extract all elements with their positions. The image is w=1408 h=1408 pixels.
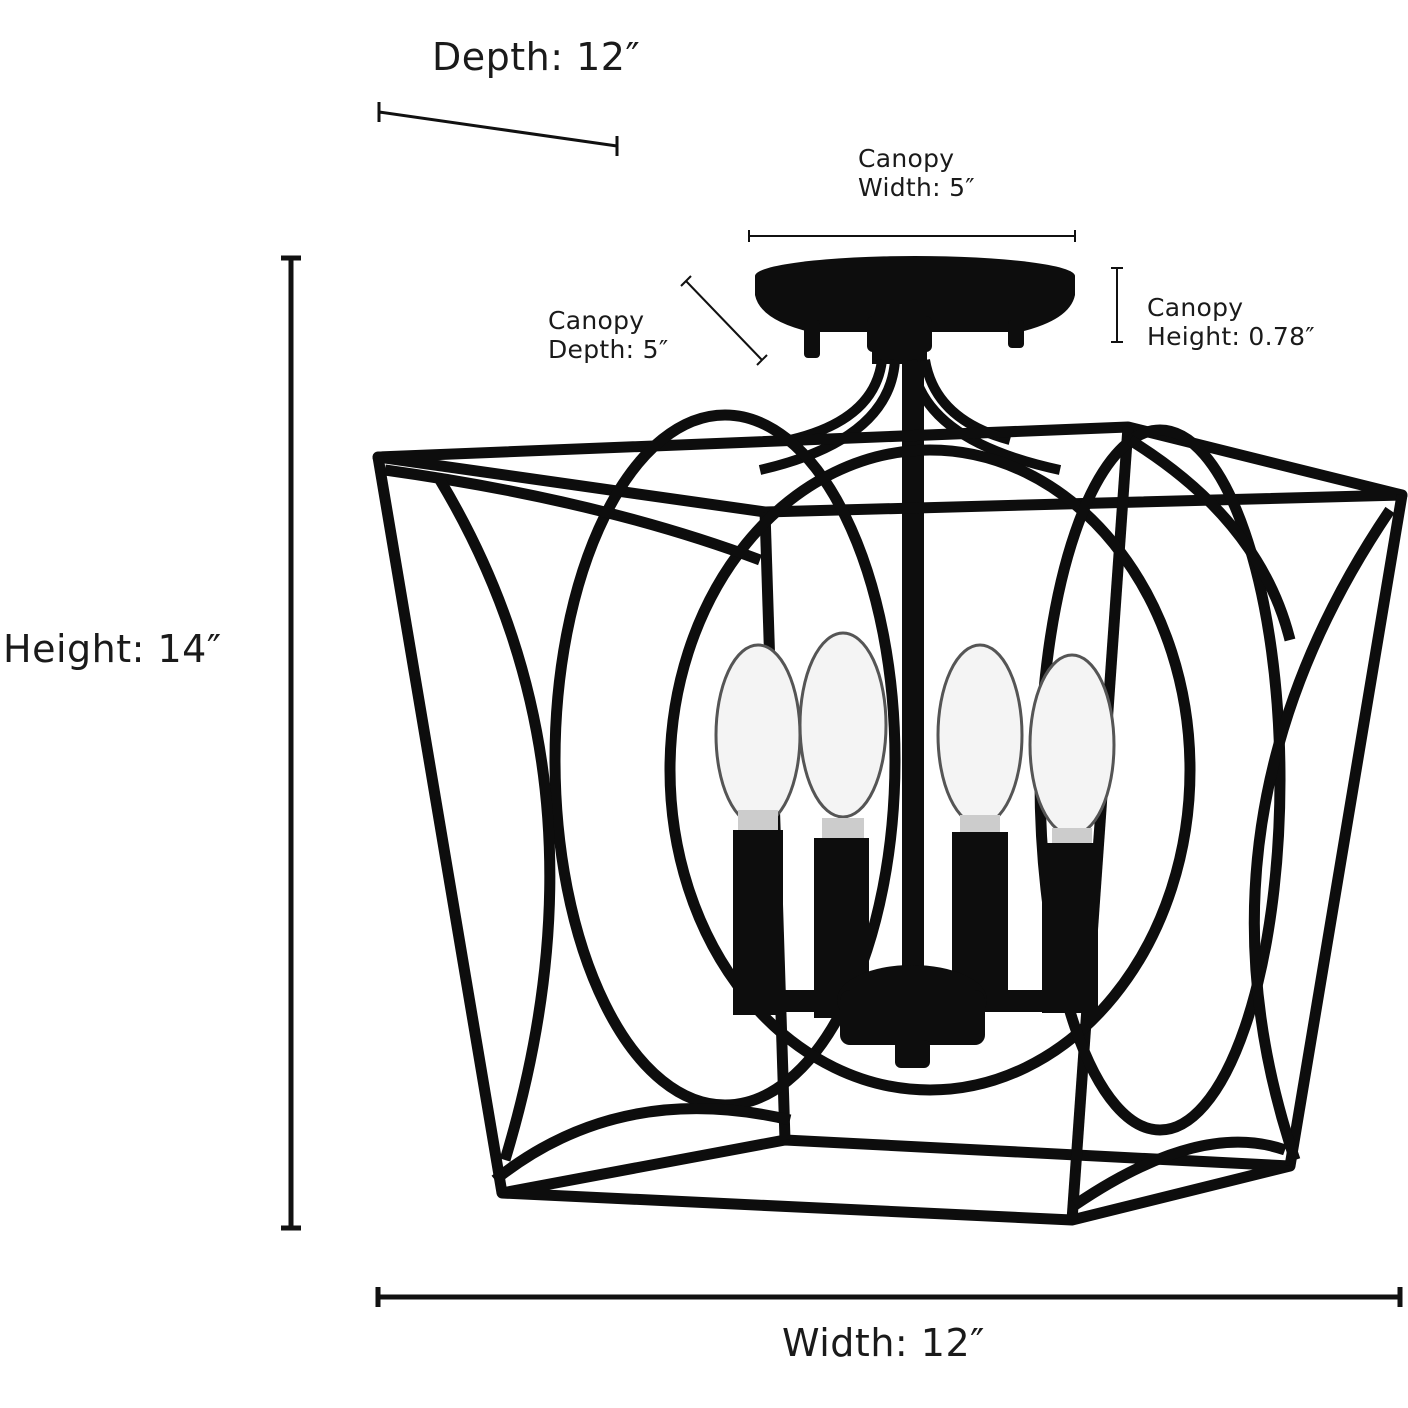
- dimension-lines: [281, 102, 1403, 1307]
- canopy-width-label: Canopy Width: 5″: [858, 144, 975, 202]
- depth-dimension-line: [377, 102, 619, 156]
- canopy-depth-dimension-line: [680, 275, 768, 366]
- center-stem: [902, 362, 924, 974]
- canopy-depth-label: Canopy Depth: 5″: [548, 306, 669, 364]
- bulb-2: [798, 631, 888, 1018]
- height-dimension-line: [281, 255, 301, 1231]
- width-label: Width: 12″: [782, 1321, 985, 1365]
- bulbs: [714, 631, 1116, 1018]
- bulb-3: [936, 643, 1024, 1012]
- bulb-4: [1028, 653, 1116, 1013]
- decorative-rings: [384, 409, 1395, 1210]
- canopy-height-dimension-line: [1111, 267, 1123, 343]
- depth-label: Depth: 12″: [432, 35, 641, 79]
- light-fixture: [372, 256, 1408, 1226]
- canopy-width-dimension-line: [748, 230, 1076, 242]
- canopy-height-label: Canopy Height: 0.78″: [1147, 293, 1315, 351]
- width-dimension-line: [375, 1287, 1403, 1307]
- candle-hub: [760, 965, 1070, 1068]
- height-label: Height: 14″: [3, 627, 222, 671]
- canopy: [755, 256, 1075, 364]
- bulb-1: [714, 643, 802, 1015]
